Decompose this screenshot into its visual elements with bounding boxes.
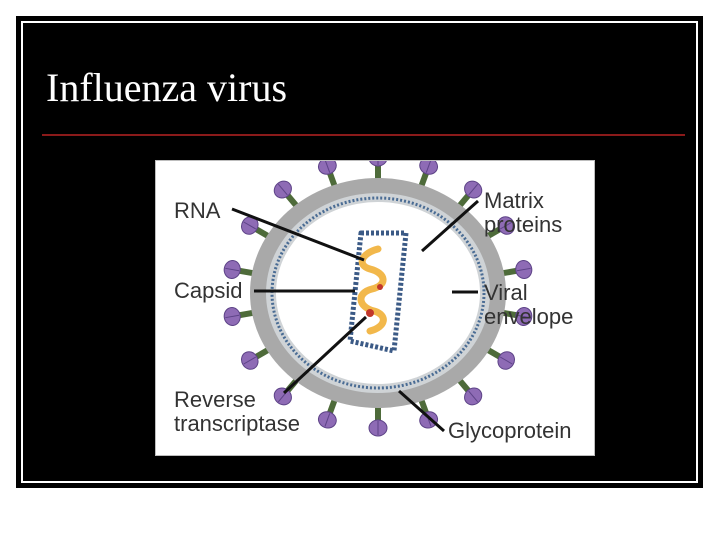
glycoprotein-stem — [326, 398, 338, 416]
glycoprotein-spike — [485, 216, 515, 240]
glycoprotein-spike — [223, 307, 255, 326]
glycoprotein-stem — [284, 192, 300, 209]
glycoprotein-lobe-divider — [243, 221, 257, 230]
glycoprotein-lobe-divider — [516, 314, 531, 319]
glycoprotein-stem — [418, 398, 430, 416]
glycoprotein-stem — [375, 406, 381, 422]
virus-diagram: RNA Capsid Reverse transcriptase Matrix … — [155, 160, 595, 456]
glycoprotein-lobe-divider — [516, 267, 531, 272]
glycoprotein-stem — [253, 225, 271, 240]
glycoprotein-lobe-divider — [277, 183, 288, 196]
label-matrix-line1: Matrix — [484, 188, 544, 213]
label-reverse-line1: Reverse — [174, 387, 256, 412]
glycoprotein-stem — [375, 164, 381, 180]
glycoprotein-lobe-divider — [425, 161, 432, 173]
label-capsid: Capsid — [174, 278, 243, 303]
glycoprotein-spike — [273, 180, 300, 209]
slide-border — [21, 21, 698, 483]
glycoprotein-stem — [237, 309, 255, 319]
slide-title: Influenza virus — [46, 65, 288, 110]
glycoprotein-spike — [485, 346, 515, 370]
glycoprotein-spike — [368, 406, 388, 437]
glycoprotein-spike — [501, 260, 533, 279]
label-viral-line1: Viral — [484, 280, 528, 305]
glycoprotein-spike — [317, 398, 338, 429]
label-glycoprotein: Glycoprotein — [448, 418, 572, 443]
glycoprotein-stem — [501, 267, 519, 277]
glycoprotein-lobe-divider — [499, 356, 513, 365]
glycoprotein-spike — [456, 377, 483, 406]
label-reverse-transcriptase: Reverse transcriptase — [174, 388, 300, 436]
glycoprotein-spike — [241, 346, 271, 370]
label-viral-envelope: Viral envelope — [484, 281, 573, 329]
label-reverse-line2: transcriptase — [174, 411, 300, 436]
glycoprotein-stem — [456, 377, 472, 394]
pointer-glycoprotein — [398, 389, 445, 433]
rna-strand — [357, 245, 387, 335]
glycoprotein-spike — [418, 161, 439, 188]
glycoprotein-lobe-divider — [324, 413, 331, 427]
glycoprotein-head — [419, 161, 439, 175]
label-viral-line2: envelope — [484, 304, 574, 329]
label-rna: RNA — [174, 198, 221, 223]
glycoprotein-stem — [485, 346, 503, 361]
glycoprotein-spike — [317, 161, 338, 188]
glycoprotein-lobe-divider — [243, 356, 257, 365]
matrix-protein-layer — [270, 196, 486, 390]
glycoprotein-lobe-divider — [324, 161, 331, 173]
glycoprotein-stem — [237, 267, 255, 277]
label-matrix-proteins: Matrix proteins — [484, 189, 562, 237]
glycoprotein-stem — [253, 346, 271, 361]
glycoprotein-spike — [418, 398, 439, 429]
glycoprotein-spikes — [223, 161, 533, 437]
glycoprotein-spike — [369, 161, 387, 180]
glycoprotein-spike — [241, 216, 271, 240]
glycoprotein-spike — [456, 180, 483, 209]
glycoprotein-spike — [501, 307, 533, 326]
glycoprotein-lobe-divider — [225, 267, 240, 272]
glycoprotein-lobe-divider — [225, 314, 240, 319]
glycoprotein-stem — [501, 309, 519, 319]
title-underline — [42, 134, 685, 136]
pointer-reverse-transcriptase — [282, 315, 368, 395]
pointer-matrix-proteins — [421, 199, 479, 253]
glycoprotein-stem — [485, 225, 503, 240]
glycoprotein-lobe-divider — [468, 183, 479, 196]
glycoprotein-stem — [418, 170, 430, 188]
glycoprotein-lobe-divider — [468, 390, 479, 403]
pointer-rna — [231, 207, 365, 262]
glycoprotein-head — [317, 161, 337, 175]
glycoprotein-lobe-divider — [499, 221, 513, 230]
glycoprotein-spike — [223, 260, 255, 279]
virus-illustration — [223, 161, 533, 437]
glycoprotein-stem — [456, 192, 472, 209]
reverse-transcriptase-enzyme — [366, 309, 374, 317]
reverse-transcriptase-enzyme — [377, 284, 383, 290]
label-matrix-line2: proteins — [484, 212, 563, 237]
glycoprotein-stem — [326, 170, 338, 188]
